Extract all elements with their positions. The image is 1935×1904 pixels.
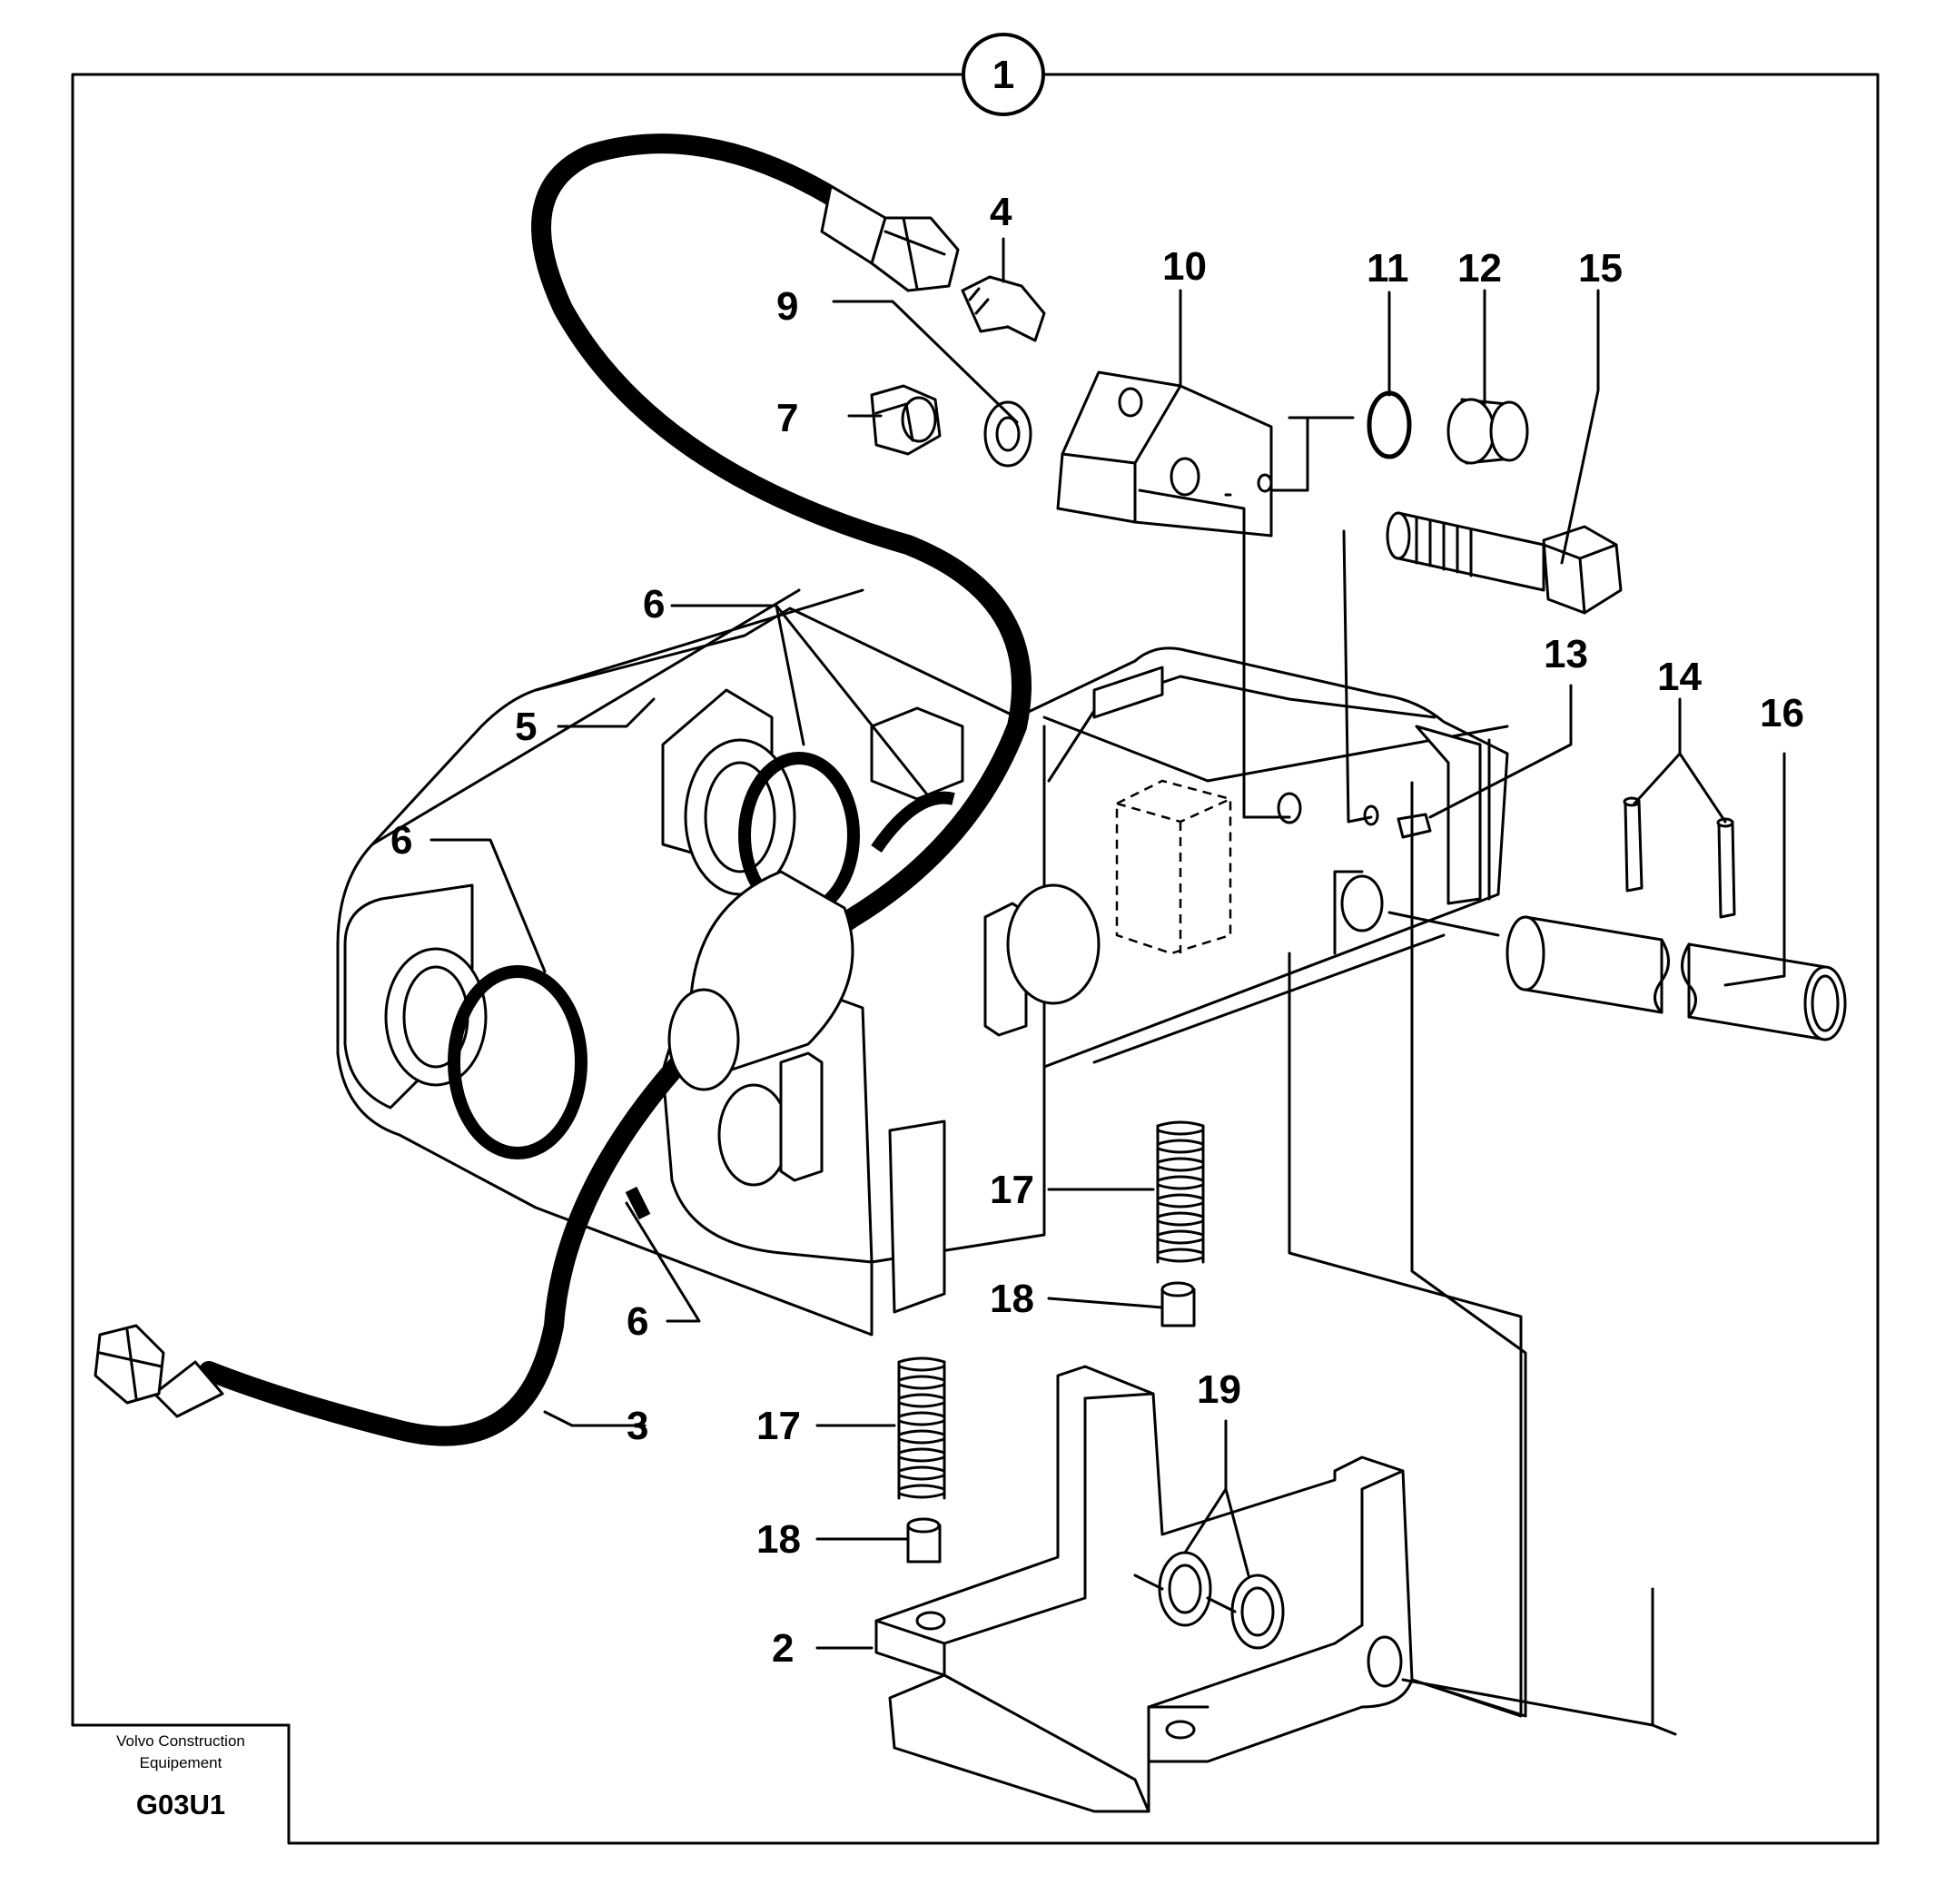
pivot-shaft (1506, 915, 1847, 1041)
bolt (1386, 511, 1623, 615)
label-13: 13 (1544, 632, 1588, 676)
label-3: 3 (627, 1404, 648, 1448)
caption: Volvo Construction Equipement G03U1 (116, 1732, 245, 1820)
label-4: 4 (990, 190, 1012, 234)
drawing-code: G03U1 (136, 1789, 225, 1820)
label-9: 9 (776, 284, 798, 329)
label-11: 11 (1367, 246, 1409, 291)
label-18-upper: 18 (990, 1277, 1034, 1321)
label-6-lower: 6 (627, 1299, 648, 1344)
sleeve-upper (1160, 1281, 1196, 1327)
roll-pins (1623, 796, 1736, 919)
label-18-lower: 18 (756, 1517, 801, 1562)
adapter-fitting (961, 275, 1046, 342)
label-5: 5 (515, 705, 537, 749)
header-number: 1 (992, 53, 1014, 97)
spring-upper (1156, 1120, 1205, 1264)
valve-block (1056, 370, 1273, 538)
label-16: 16 (1760, 691, 1804, 735)
o-ring (1367, 390, 1412, 459)
sleeve-lower (906, 1517, 942, 1564)
label-19: 19 (1197, 1367, 1241, 1412)
spring-lower (897, 1356, 946, 1500)
quick-coupler-frame (336, 588, 1509, 1337)
label-17-lower: 17 (756, 1404, 801, 1448)
callout-labels: 4 9 7 10 11 12 15 13 14 16 6 5 6 6 3 17 … (390, 190, 1804, 1671)
label-10: 10 (1162, 244, 1207, 289)
label-12: 12 (1457, 246, 1502, 291)
washer (983, 400, 1032, 468)
label-6-upper: 6 (643, 582, 665, 626)
header-badge: 1 (962, 33, 1045, 116)
label-7: 7 (776, 396, 798, 440)
label-2: 2 (772, 1626, 794, 1671)
caption-line-1: Volvo Construction (116, 1732, 245, 1750)
leader-lines (429, 237, 1786, 1736)
label-17-upper: 17 (990, 1168, 1034, 1212)
caption-line-2: Equipement (140, 1754, 222, 1771)
small-pin (1397, 813, 1432, 839)
seal-rings (448, 752, 955, 1220)
locking-wedge (874, 1365, 1414, 1813)
label-15: 15 (1578, 246, 1623, 291)
plug (1446, 398, 1529, 465)
hydraulic-hose (94, 133, 1032, 1446)
label-14: 14 (1657, 655, 1702, 699)
label-6-left: 6 (390, 818, 412, 863)
hex-nut (870, 384, 942, 456)
